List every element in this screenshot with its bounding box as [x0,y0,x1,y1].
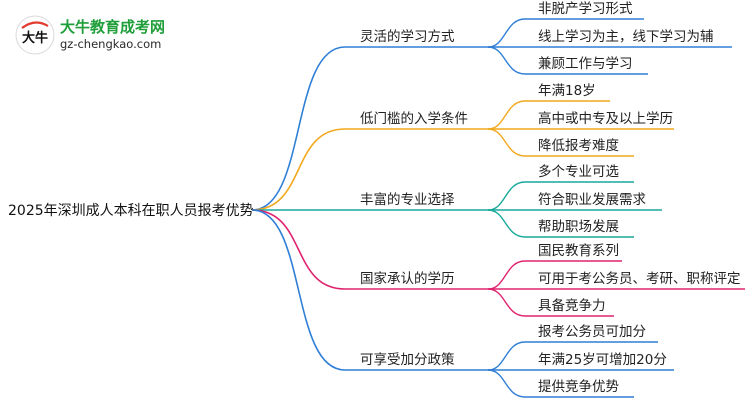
child-connector [487,46,526,75]
child-label: 年满18岁 [538,83,596,99]
child-connector [487,209,526,238]
child-connector [487,128,526,157]
logo-title: 大牛教育成考网 [60,18,166,36]
child-label: 具备竞争力 [538,297,606,314]
branch-label: 丰富的专业选择 [360,191,455,208]
child-label: 多个专业可选 [538,163,619,180]
logo-url: gz-chengkao.com [60,37,162,51]
child-label: 年满25岁可增加20分 [538,352,667,368]
branch-label: 可享受加分政策 [360,351,455,368]
child-connector [487,369,526,398]
child-label: 提供竞争优势 [538,378,619,395]
svg-text:大牛: 大牛 [22,30,48,46]
child-label: 线上学习为主，线下学习为辅 [538,29,714,45]
logo-mark-icon: 大牛 [15,15,55,55]
child-label: 可用于考公务员、考研、职称评定 [538,271,741,287]
child-label: 帮助职场发展 [538,219,619,235]
child-connector [487,288,526,317]
child-label: 非脱产学习形式 [538,1,633,17]
root-topic: 2025年深圳成人本科在职人员报考优势 [8,203,254,219]
branch-label: 国家承认的学历 [360,270,455,287]
child-label: 降低报考难度 [538,138,619,154]
child-label: 兼顾工作与学习 [538,56,633,72]
root-connector [251,46,346,211]
branch-label: 灵活的学习方式 [360,29,455,45]
root-connector [251,128,346,211]
child-connector [487,18,526,48]
child-label: 符合职业发展需求 [538,192,646,208]
root-connector [251,209,346,371]
child-connector [487,341,526,371]
branch-label: 低门槛的入学条件 [360,110,468,127]
child-connector [487,100,526,130]
child-label: 报考公务员可加分 [538,324,646,340]
root-connector [251,209,346,290]
site-logo: 大牛 大牛教育成考网 gz-chengkao.com [14,12,174,58]
child-connector [487,260,526,290]
child-connector [487,181,526,211]
child-label: 国民教育系列 [538,243,619,259]
child-label: 高中或中专及以上学历 [538,110,673,127]
